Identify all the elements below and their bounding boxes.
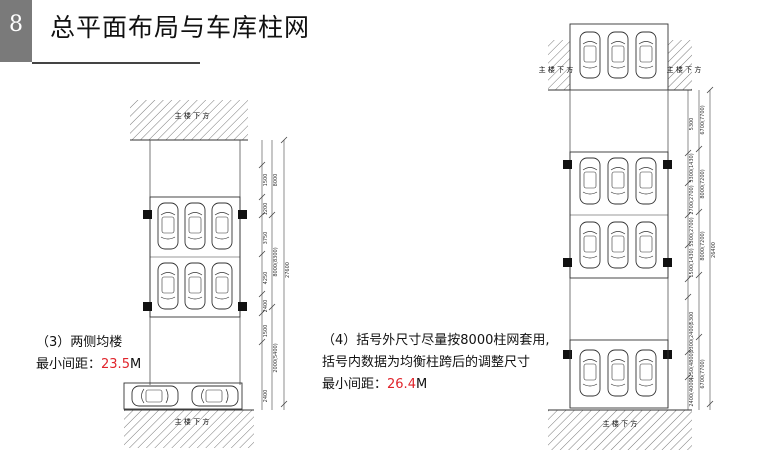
- right-car-icon: [579, 157, 601, 205]
- right-dim-label: 5300(2400): [689, 323, 695, 352]
- left-top-building-hatch: [130, 100, 248, 140]
- title-underline: [32, 62, 200, 64]
- left-dim-label: 2400: [263, 390, 269, 403]
- right-car-icon: [579, 349, 601, 397]
- right-min-distance-value: 26.4: [387, 377, 416, 392]
- right-top-right-label: 主 楼 下 方: [667, 65, 702, 74]
- left-caption-prefix: 最小间距：: [36, 357, 102, 372]
- left-dim-label: 3750: [263, 232, 269, 245]
- right-caption-line2: 括号内数据为均衡柱跨后的调整尺寸: [322, 355, 531, 370]
- left-plan: 主 楼 下 方 主 楼 下 方: [123, 100, 291, 448]
- left-column-marker: [238, 302, 247, 311]
- left-car-icon: [157, 262, 179, 310]
- right-car-icon: [579, 221, 601, 269]
- left-car-icon: [191, 385, 239, 407]
- left-bottom-building-label: 主 楼 下 方: [175, 417, 210, 426]
- right-dim-label: 6700(7700): [700, 359, 706, 388]
- right-car-icon: [607, 349, 629, 397]
- left-caption-line2: 最小间距：23.5M: [36, 354, 141, 376]
- right-min-distance-unit: M: [415, 377, 428, 392]
- right-top-right-hatch: [668, 40, 692, 90]
- right-column-marker: [663, 160, 672, 169]
- right-plan-caption: （4）括号外尺寸尽量按8000柱网套用, 括号内数据为均衡柱跨后的调整尺寸 最小…: [322, 330, 550, 396]
- right-dim-label: 2700(2700): [689, 185, 695, 214]
- left-car-icon: [211, 262, 233, 310]
- left-car-icon: [184, 262, 206, 310]
- right-column-marker: [563, 160, 572, 169]
- right-plan: 主 楼 下 方 主 楼 下 方 主 楼 下 方: [539, 23, 717, 450]
- right-caption-line3: 最小间距：26.4M: [322, 374, 550, 396]
- left-min-distance-value: 23.5: [101, 357, 130, 372]
- right-car-icon: [607, 221, 629, 269]
- right-dim-label: 5300(2700): [689, 217, 695, 246]
- right-car-icon: [635, 349, 657, 397]
- right-column-marker: [663, 350, 672, 359]
- left-top-building-label: 主 楼 下 方: [175, 111, 210, 120]
- left-dim-label: 1500: [263, 325, 269, 338]
- right-car-icon: [635, 221, 657, 269]
- left-car-icon: [211, 202, 233, 250]
- right-top-left-hatch: [548, 40, 570, 90]
- left-plan-caption: （3）两侧均楼 最小间距：23.5M: [36, 332, 141, 376]
- right-dim-label: 6700(7700): [700, 105, 706, 134]
- left-column-marker: [143, 302, 152, 311]
- slide-number: 8: [0, 0, 32, 62]
- left-column-marker: [238, 210, 247, 219]
- right-bottom-building-label: 主 楼 下 方: [603, 419, 638, 428]
- right-dim-label: 1500(1430): [689, 248, 695, 277]
- right-column-marker: [663, 258, 672, 267]
- left-dim-label: 4250: [263, 272, 269, 285]
- right-top-parking: [569, 23, 669, 91]
- left-dim-label: 1500: [263, 174, 269, 187]
- right-caption-prefix: 最小间距：: [322, 377, 388, 392]
- right-column-marker: [563, 350, 572, 359]
- left-car-icon: [184, 202, 206, 250]
- right-dim-label: 8000(7200): [700, 169, 706, 198]
- right-car-icon: [635, 31, 657, 79]
- right-dim-label: 5300: [689, 118, 695, 131]
- right-dim-label: 5300: [689, 312, 695, 325]
- right-dim-label: 5300(1430): [689, 153, 695, 182]
- left-dim-label: 8000(8300): [273, 247, 279, 276]
- left-min-distance-unit: M: [129, 357, 142, 372]
- left-caption-line1: （3）两侧均楼: [36, 335, 123, 350]
- left-bottom-parking: [123, 382, 243, 410]
- right-car-icon: [579, 31, 601, 79]
- left-car-icon: [131, 385, 179, 407]
- right-column-marker: [563, 258, 572, 267]
- right-car-icon: [635, 157, 657, 205]
- left-dim-label: 2000(5400): [273, 343, 279, 372]
- left-car-icon: [157, 202, 179, 250]
- right-dim-label: 26400: [711, 242, 717, 258]
- right-caption-line1: （4）括号外尺寸尽量按8000柱网套用,: [322, 333, 550, 348]
- right-bottom-building-hatch: [548, 410, 692, 450]
- left-dim-label: 1200: [263, 203, 269, 216]
- right-dim-label: 2400(4000): [689, 377, 695, 406]
- left-column-marker: [143, 210, 152, 219]
- right-bottom-parking: [569, 339, 669, 409]
- page-title: 总平面布局与车库柱网: [50, 13, 311, 42]
- left-dim-label: 8000: [273, 174, 279, 187]
- left-dim-label: 2400: [263, 300, 269, 313]
- right-dim-label: 4250(4800): [689, 351, 695, 380]
- right-car-icon: [607, 157, 629, 205]
- left-bottom-building-hatch: [124, 410, 254, 448]
- right-top-left-label: 主 楼 下 方: [539, 65, 574, 74]
- left-dim-label: 27600: [285, 262, 291, 278]
- right-car-icon: [607, 31, 629, 79]
- right-dim-label: 8000(7200): [700, 231, 706, 260]
